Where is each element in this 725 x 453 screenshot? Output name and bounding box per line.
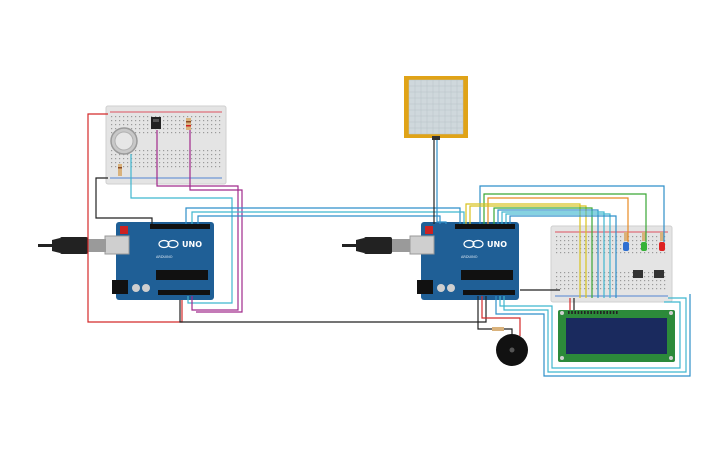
wire-blue[interactable] <box>197 215 441 224</box>
wire-purple[interactable] <box>189 130 243 313</box>
wire-green[interactable] <box>493 207 593 298</box>
breadboard-right[interactable] <box>550 225 673 303</box>
board-brand-label: ARDUINO <box>156 255 173 259</box>
wire-yellow[interactable] <box>465 203 581 298</box>
resistor[interactable] <box>642 232 646 241</box>
wire-blue[interactable] <box>479 185 665 242</box>
board-model-label: UNO <box>182 240 202 249</box>
resistor[interactable] <box>492 327 504 331</box>
push-button[interactable] <box>654 270 664 278</box>
wire-blue[interactable] <box>436 140 447 224</box>
wire-black[interactable] <box>179 296 487 323</box>
arduino-right[interactable]: UNO ARDUINO <box>409 222 519 300</box>
wire-black[interactable] <box>477 296 492 330</box>
board-brand-label: ARDUINO <box>461 255 478 259</box>
push-button[interactable] <box>633 270 643 278</box>
wire-cyan[interactable] <box>130 154 233 304</box>
usb-cable-icon[interactable] <box>38 237 106 254</box>
resistor[interactable] <box>660 232 664 241</box>
wire-cyan[interactable] <box>505 213 611 298</box>
wire-orange[interactable] <box>487 197 629 242</box>
wire-black[interactable] <box>504 328 513 334</box>
board-model-label: UNO <box>487 240 507 249</box>
wire-blue[interactable] <box>497 209 599 298</box>
wire-green[interactable] <box>483 193 647 242</box>
gas-sensor-icon[interactable] <box>110 127 138 155</box>
usb-cable-icon[interactable] <box>342 237 410 254</box>
lcd-display[interactable] <box>558 310 675 362</box>
breadboard-left[interactable] <box>105 105 227 185</box>
wire-cyan[interactable] <box>503 296 687 373</box>
buzzer-icon[interactable] <box>496 334 528 366</box>
wire-blue[interactable] <box>509 215 617 298</box>
wire-cyan[interactable] <box>499 296 681 369</box>
wire-cyan[interactable] <box>191 211 465 224</box>
wire-black[interactable] <box>95 177 153 224</box>
ic-chip[interactable] <box>151 117 161 129</box>
resistor[interactable] <box>186 118 191 130</box>
wire-cyan[interactable] <box>501 211 605 298</box>
wire-blue[interactable] <box>185 207 461 224</box>
wire-blue[interactable] <box>495 294 691 377</box>
led-blue[interactable] <box>623 242 629 251</box>
wire-red[interactable] <box>481 296 521 336</box>
led-green[interactable] <box>641 242 647 251</box>
wire-red[interactable] <box>87 113 183 323</box>
resistor[interactable] <box>118 164 122 176</box>
arduino-left[interactable]: UNO ARDUINO <box>104 222 214 300</box>
keypad[interactable] <box>404 76 468 140</box>
wire-yellow[interactable] <box>469 205 587 298</box>
resistor[interactable] <box>624 232 628 241</box>
wires <box>87 113 691 377</box>
led-red[interactable] <box>659 242 665 251</box>
wire-purple[interactable] <box>156 130 239 311</box>
